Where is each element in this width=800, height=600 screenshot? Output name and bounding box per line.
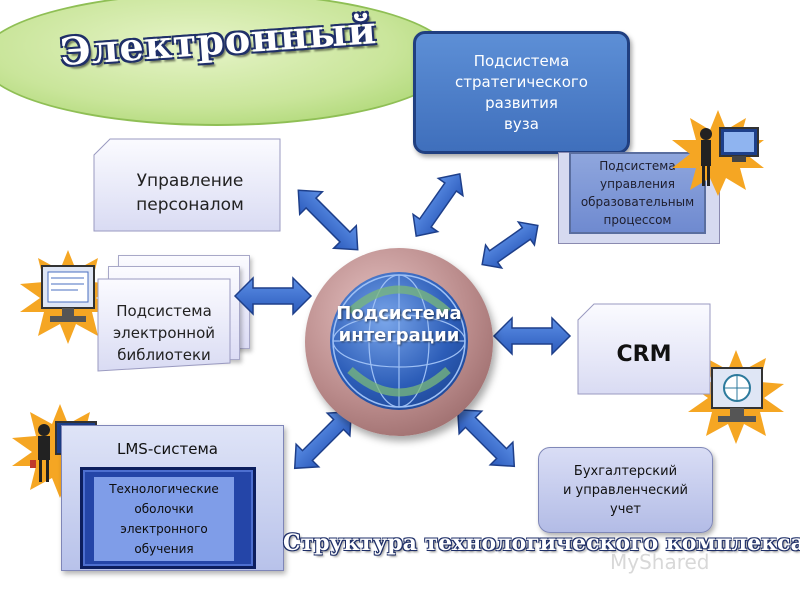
lms-shell-text: Технологические оболочки электронного об… <box>94 477 234 561</box>
watermark-text: MyShared <box>610 550 710 574</box>
education-line-4: процессом <box>603 213 672 227</box>
lms-line-2: оболочки <box>134 502 194 516</box>
strategy-line-4: вуза <box>504 114 539 133</box>
integration-label: Подсистема интеграции <box>318 303 480 347</box>
library-line-3: библиотеки <box>117 346 211 364</box>
library-label: Подсистема электронной библиотеки <box>100 300 228 366</box>
arrow-education <box>481 221 539 269</box>
accounting-box: Бухгалтерский и управленческий учет <box>538 447 713 533</box>
crm-label: CRM <box>616 342 672 367</box>
library-line-2: электронной <box>112 324 216 342</box>
arrow-strategy <box>412 172 464 238</box>
strategy-line-1: Подсистема <box>473 51 570 70</box>
integration-line-1: Подсистема <box>336 303 462 324</box>
lms-label: LMS-система <box>117 440 218 458</box>
globe-computer-icon <box>688 350 784 444</box>
lms-line-4: обучения <box>134 542 194 556</box>
arrow-crm <box>492 316 572 356</box>
integration-line-2: интеграции <box>338 325 460 346</box>
education-line-1: Подсистема <box>599 159 676 173</box>
diagram-caption: Структура технологического комплекса <box>283 530 800 556</box>
strategy-line-3: развития <box>485 93 558 112</box>
personnel-doc-shape <box>93 138 281 232</box>
library-doc-front <box>97 278 231 372</box>
arrow-library <box>233 276 313 316</box>
personnel-label: Управление персоналом <box>110 169 270 217</box>
education-line-2: управления <box>600 177 675 191</box>
strategy-subsystem-box: Подсистема стратегического развития вуза <box>413 31 630 154</box>
crm-doc-shape <box>577 303 711 395</box>
globe-grid-icon <box>332 274 466 408</box>
accounting-line-3: учет <box>610 501 641 517</box>
accounting-line-2: и управленческий <box>562 482 689 498</box>
strategy-line-2: стратегического <box>455 72 588 91</box>
arrow-accounting <box>456 408 516 468</box>
education-line-3: образовательным <box>580 195 695 209</box>
title-ellipse <box>0 0 454 126</box>
personnel-line-1: Управление <box>136 171 244 191</box>
library-line-1: Подсистема <box>116 302 212 320</box>
personnel-line-2: персоналом <box>136 195 244 215</box>
accounting-line-1: Бухгалтерский <box>573 463 678 479</box>
arrow-personnel <box>297 189 359 251</box>
lms-line-3: электронного <box>120 522 208 536</box>
lms-line-1: Технологические <box>109 482 219 496</box>
teacher-computer-icon <box>672 110 764 196</box>
library-computer-icon <box>20 250 116 344</box>
